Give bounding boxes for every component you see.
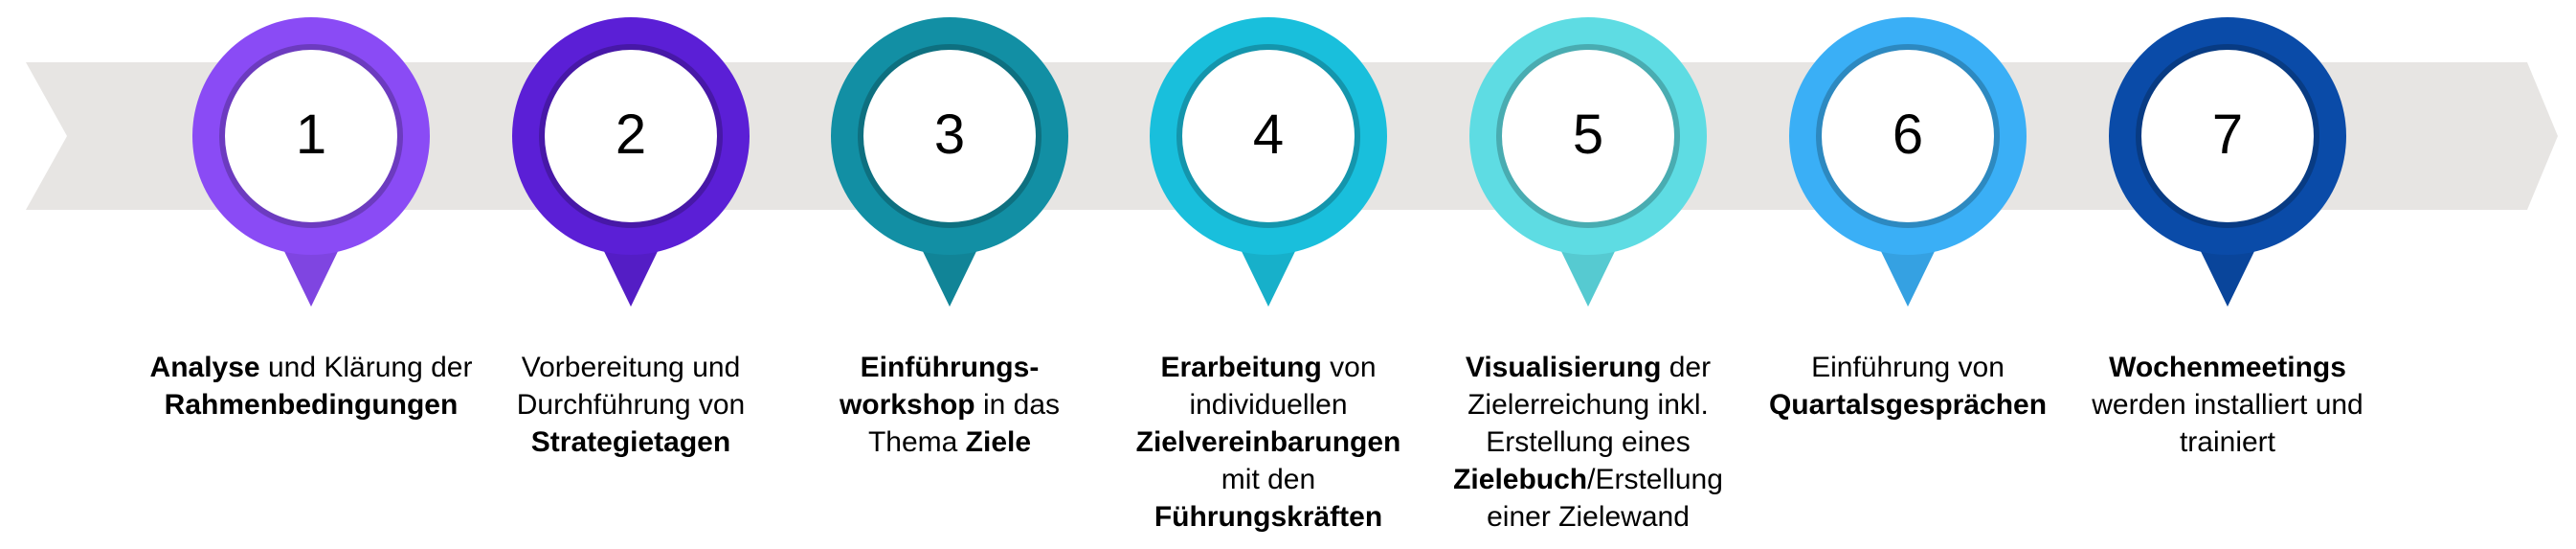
pin-center-disc bbox=[2141, 50, 2314, 222]
step-number: 2 bbox=[615, 103, 647, 166]
caption-text: trainiert bbox=[2179, 426, 2276, 458]
step-2-marker: 2 bbox=[511, 16, 750, 307]
caption-text: Erstellung eines bbox=[1486, 426, 1691, 458]
pin-tail bbox=[1876, 241, 1939, 307]
caption-line: Thema Ziele bbox=[773, 423, 1127, 461]
pin-tail bbox=[918, 241, 981, 307]
caption-line: werden installiert und bbox=[2050, 386, 2405, 423]
caption-text: individuellen bbox=[1189, 389, 1348, 421]
caption-bold-text: Zielvereinbarungen bbox=[1135, 426, 1401, 458]
caption-line: Zielebuch/Erstellung bbox=[1411, 461, 1765, 498]
caption-text: und Klärung der bbox=[259, 352, 473, 383]
pin-tail bbox=[1557, 241, 1620, 307]
caption-text: Durchführung von bbox=[516, 389, 746, 421]
caption-line: Zielvereinbarungen bbox=[1091, 423, 1445, 461]
caption-line: Erarbeitung von bbox=[1091, 349, 1445, 386]
caption-text: der bbox=[1661, 352, 1712, 383]
caption-line: Einführungs- bbox=[773, 349, 1127, 386]
caption-bold-text: Strategietagen bbox=[530, 426, 731, 458]
pin-tail bbox=[2196, 241, 2259, 307]
caption-line: Führungskräften bbox=[1091, 498, 1445, 536]
caption-bold-text: Zielebuch bbox=[1453, 464, 1588, 495]
caption-text: mit den bbox=[1221, 464, 1316, 495]
step-number: 5 bbox=[1572, 103, 1604, 166]
caption-line: Visualisierung der bbox=[1411, 349, 1765, 386]
step-number: 6 bbox=[1892, 103, 1924, 166]
caption-bold-text: Visualisierung bbox=[1465, 352, 1662, 383]
caption-line: Zielerreichung inkl. bbox=[1411, 386, 1765, 423]
map-pin-icon bbox=[1789, 17, 2027, 307]
caption-line: Strategietagen bbox=[454, 423, 808, 461]
caption-text: Vorbereitung und bbox=[521, 352, 741, 383]
step-3-marker: 3 bbox=[830, 16, 1069, 307]
caption-bold-text: Ziele bbox=[965, 426, 1032, 458]
pin-tail bbox=[599, 241, 662, 307]
pin-center-disc bbox=[1182, 50, 1355, 222]
map-pin-icon bbox=[192, 17, 430, 307]
caption-text: von bbox=[1321, 352, 1377, 383]
caption-text: in das bbox=[974, 389, 1061, 421]
pin-center-disc bbox=[225, 50, 397, 222]
caption-line: Quartalsgesprächen bbox=[1731, 386, 2085, 423]
step-number: 3 bbox=[933, 103, 966, 166]
map-pin-icon bbox=[2109, 17, 2346, 307]
caption-text: Einführung von bbox=[1811, 352, 2005, 383]
step-7-marker: 7 bbox=[2108, 16, 2347, 307]
caption-line: einer Zielewand bbox=[1411, 498, 1765, 536]
caption-line: Erstellung eines bbox=[1411, 423, 1765, 461]
pin-tail bbox=[280, 241, 343, 307]
step-4-marker: 4 bbox=[1149, 16, 1388, 307]
pin-center-disc bbox=[1502, 50, 1674, 222]
step-number: 1 bbox=[295, 103, 327, 166]
caption-text: einer Zielewand bbox=[1487, 501, 1690, 533]
step-number: 4 bbox=[1252, 103, 1285, 166]
step-7-caption: Wochenmeetings werden installiert und trai… bbox=[2050, 349, 2405, 461]
caption-bold-text: Führungskräften bbox=[1154, 501, 1383, 533]
caption-line: trainiert bbox=[2050, 423, 2405, 461]
caption-text: Zielerreichung inkl. bbox=[1467, 389, 1709, 421]
pin-center-disc bbox=[545, 50, 717, 222]
caption-bold-text: Quartalsgesprächen bbox=[1768, 389, 2048, 421]
caption-line: Rahmenbedingungen bbox=[134, 386, 488, 423]
pin-center-disc bbox=[863, 50, 1036, 222]
caption-line: workshop in das bbox=[773, 386, 1127, 423]
caption-line: Vorbereitung und bbox=[454, 349, 808, 386]
caption-bold-text: Analyse bbox=[149, 352, 260, 383]
pin-center-disc bbox=[1822, 50, 1994, 222]
caption-text: Thema bbox=[867, 426, 966, 458]
caption-line: individuellen bbox=[1091, 386, 1445, 423]
caption-line: Durchführung von bbox=[454, 386, 808, 423]
caption-bold-text: workshop bbox=[839, 389, 975, 421]
caption-text: werden installiert und bbox=[2092, 389, 2363, 421]
caption-line: mit den bbox=[1091, 461, 1445, 498]
step-5-marker: 5 bbox=[1468, 16, 1708, 307]
pin-tail bbox=[1237, 241, 1300, 307]
step-6-marker: 6 bbox=[1788, 16, 2027, 307]
map-pin-icon bbox=[1150, 17, 1387, 307]
caption-line: Einführung von bbox=[1731, 349, 2085, 386]
map-pin-icon bbox=[1469, 17, 1707, 307]
caption-bold-text: Erarbeitung bbox=[1160, 352, 1322, 383]
caption-text: /Erstellung bbox=[1587, 464, 1723, 495]
caption-bold-text: Wochenmeetings bbox=[2109, 352, 2346, 383]
map-pin-icon bbox=[512, 17, 750, 307]
caption-line: Analyse und Klärung der bbox=[134, 349, 488, 386]
step-number: 7 bbox=[2211, 103, 2244, 166]
caption-bold-text: Rahmenbedingungen bbox=[164, 389, 459, 421]
map-pin-icon bbox=[831, 17, 1068, 307]
caption-bold-text: Einführungs- bbox=[860, 352, 1040, 383]
step-1-marker: 1 bbox=[191, 16, 431, 307]
caption-line: Wochenmeetings bbox=[2050, 349, 2405, 386]
